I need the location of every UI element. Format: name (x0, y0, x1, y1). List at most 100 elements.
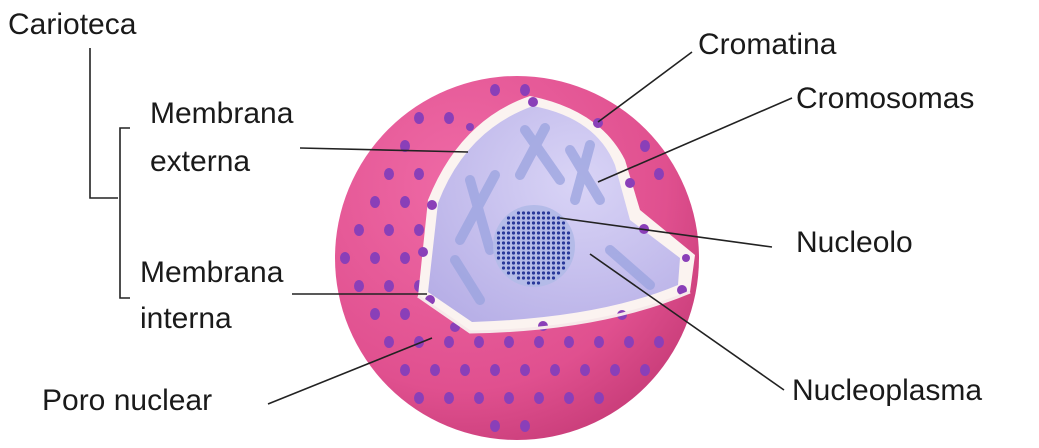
pore-dot (474, 392, 484, 404)
nucleolus-granule (532, 251, 535, 254)
nucleolus-granule (547, 256, 550, 259)
nucleolus-granule (537, 216, 540, 219)
nucleolus-granule (547, 276, 550, 279)
pore-dot (640, 140, 650, 152)
nucleolus-granule (497, 256, 500, 259)
nucleolus-granule (512, 221, 515, 224)
pore-dot (580, 364, 590, 376)
nucleolus-granule (522, 266, 525, 269)
nucleolus-granule (527, 211, 530, 214)
nucleolus-granule (532, 226, 535, 229)
nucleolus-granule (527, 261, 530, 264)
nucleolus-granule (562, 236, 565, 239)
label-nucleoplasma: Nucleoplasma (792, 374, 982, 408)
nucleolus-granule (502, 226, 505, 229)
nucleolus-granule (542, 271, 545, 274)
nucleolus-granule (547, 231, 550, 234)
nucleolus-granule (547, 251, 550, 254)
pore-dot (564, 392, 574, 404)
nucleolus-granule (537, 246, 540, 249)
pore-dot (550, 364, 560, 376)
nucleolus-granule (542, 246, 545, 249)
nucleolus-granule (522, 221, 525, 224)
nucleolus-granule (532, 271, 535, 274)
nucleolus-granule (542, 216, 545, 219)
nucleolus-granule (527, 241, 530, 244)
nucleolus-granule (557, 231, 560, 234)
nucleolus-granule (497, 236, 500, 239)
pore-dot (340, 252, 350, 264)
nucleolus-granule (537, 261, 540, 264)
label-poro-nuclear: Poro nuclear (42, 384, 212, 418)
nucleolus-granule (542, 221, 545, 224)
nucleolus-granule (517, 251, 520, 254)
nucleolus-granule (507, 231, 510, 234)
nucleolus-granule (552, 236, 555, 239)
nucleolus-granule (557, 236, 560, 239)
nucleolus-granule (537, 236, 540, 239)
nucleolus-granule (537, 251, 540, 254)
nucleolus-granule (497, 246, 500, 249)
pore-dot (444, 336, 454, 348)
nucleolus-granule (512, 271, 515, 274)
nucleolus-granule (537, 276, 540, 279)
nucleolus-granule (517, 256, 520, 259)
nucleolus-granule (512, 236, 515, 239)
nucleolus-granule (567, 236, 570, 239)
nucleolus-granule (522, 256, 525, 259)
nucleolus-granule (517, 226, 520, 229)
label-cromatina: Cromatina (698, 28, 836, 62)
nucleolus-granule (502, 266, 505, 269)
label-carioteca: Carioteca (8, 8, 136, 42)
nucleolus-granule (532, 231, 535, 234)
nucleolus-granule (547, 266, 550, 269)
label-nucleolo: Nucleolo (796, 226, 913, 260)
nucleolus-granule (517, 271, 520, 274)
nucleolus-granule (562, 266, 565, 269)
nucleolus-granule (522, 211, 525, 214)
pore-dot (414, 392, 424, 404)
nucleolus-granule (512, 266, 515, 269)
nucleolus-granule (522, 246, 525, 249)
nucleolus-granule (562, 226, 565, 229)
nucleolus-granule (542, 256, 545, 259)
nucleolus-granule (552, 261, 555, 264)
nucleolus-granule (537, 266, 540, 269)
pore-dot (384, 336, 394, 348)
nucleolus-granule (507, 261, 510, 264)
pore-dot (370, 252, 380, 264)
nucleolus-granule (512, 251, 515, 254)
nucleolus-granule (542, 266, 545, 269)
nucleolus-granule (532, 211, 535, 214)
pore-dot (640, 364, 650, 376)
nucleolus-granule (507, 241, 510, 244)
nucleolus-granule (517, 216, 520, 219)
nucleolus-granule (542, 251, 545, 254)
pore-dot (520, 364, 530, 376)
nucleolus-granule (537, 211, 540, 214)
nucleolus-granule (512, 261, 515, 264)
nucleolus-granule (507, 246, 510, 249)
nucleolus-granule (522, 226, 525, 229)
nucleolus-granule (552, 221, 555, 224)
nucleolus-granule (502, 261, 505, 264)
nucleolus-granule (537, 241, 540, 244)
nucleolus-granule (497, 231, 500, 234)
nucleolus-granule (527, 221, 530, 224)
nucleolus-granule (507, 221, 510, 224)
nucleolus-granule (542, 241, 545, 244)
nucleolus-granule (567, 256, 570, 259)
pore-dot (384, 224, 394, 236)
nucleolus-granule (557, 256, 560, 259)
nucleolus-granule (512, 246, 515, 249)
nucleolus-granule (507, 266, 510, 269)
nucleolus-granule (557, 251, 560, 254)
nucleolus-granule (552, 251, 555, 254)
nucleolus-granule (517, 231, 520, 234)
nucleolus (493, 205, 575, 287)
nucleolus-granule (562, 246, 565, 249)
pore-dot (370, 196, 380, 208)
nucleolus-granule (552, 246, 555, 249)
pore-dot (594, 336, 604, 348)
nucleolus-granule (512, 231, 515, 234)
